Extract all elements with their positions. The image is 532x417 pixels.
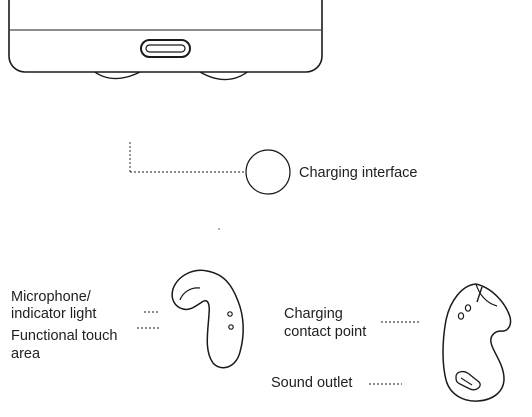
label-contact-line1: Charging [284, 306, 343, 322]
label-charging-interface: Charging interface [299, 165, 418, 181]
left-earbud [171, 269, 244, 369]
left-leader-lines [137, 311, 159, 329]
microphone-hole [227, 311, 233, 317]
touch-indicator-dot [228, 324, 234, 330]
label-microphone-line2: indicator light [11, 306, 97, 322]
label-sound-outlet: Sound outlet [271, 375, 353, 391]
charging-contact-1 [457, 312, 465, 320]
sound-outlet [455, 370, 481, 391]
right-leader-lines [369, 321, 419, 385]
charging-case [8, 0, 323, 81]
label-touch-line2: area [11, 346, 41, 362]
label-microphone-line1: Microphone/ [11, 289, 91, 305]
right-earbud [442, 283, 512, 402]
label-contact-line2: contact point [284, 324, 367, 340]
charging-contact-2 [464, 304, 472, 312]
label-touch-line1: Functional touch [11, 328, 118, 344]
charging-interface-circle [245, 149, 291, 195]
charging-interface-callout [129, 142, 291, 195]
usb-c-port [140, 39, 191, 58]
